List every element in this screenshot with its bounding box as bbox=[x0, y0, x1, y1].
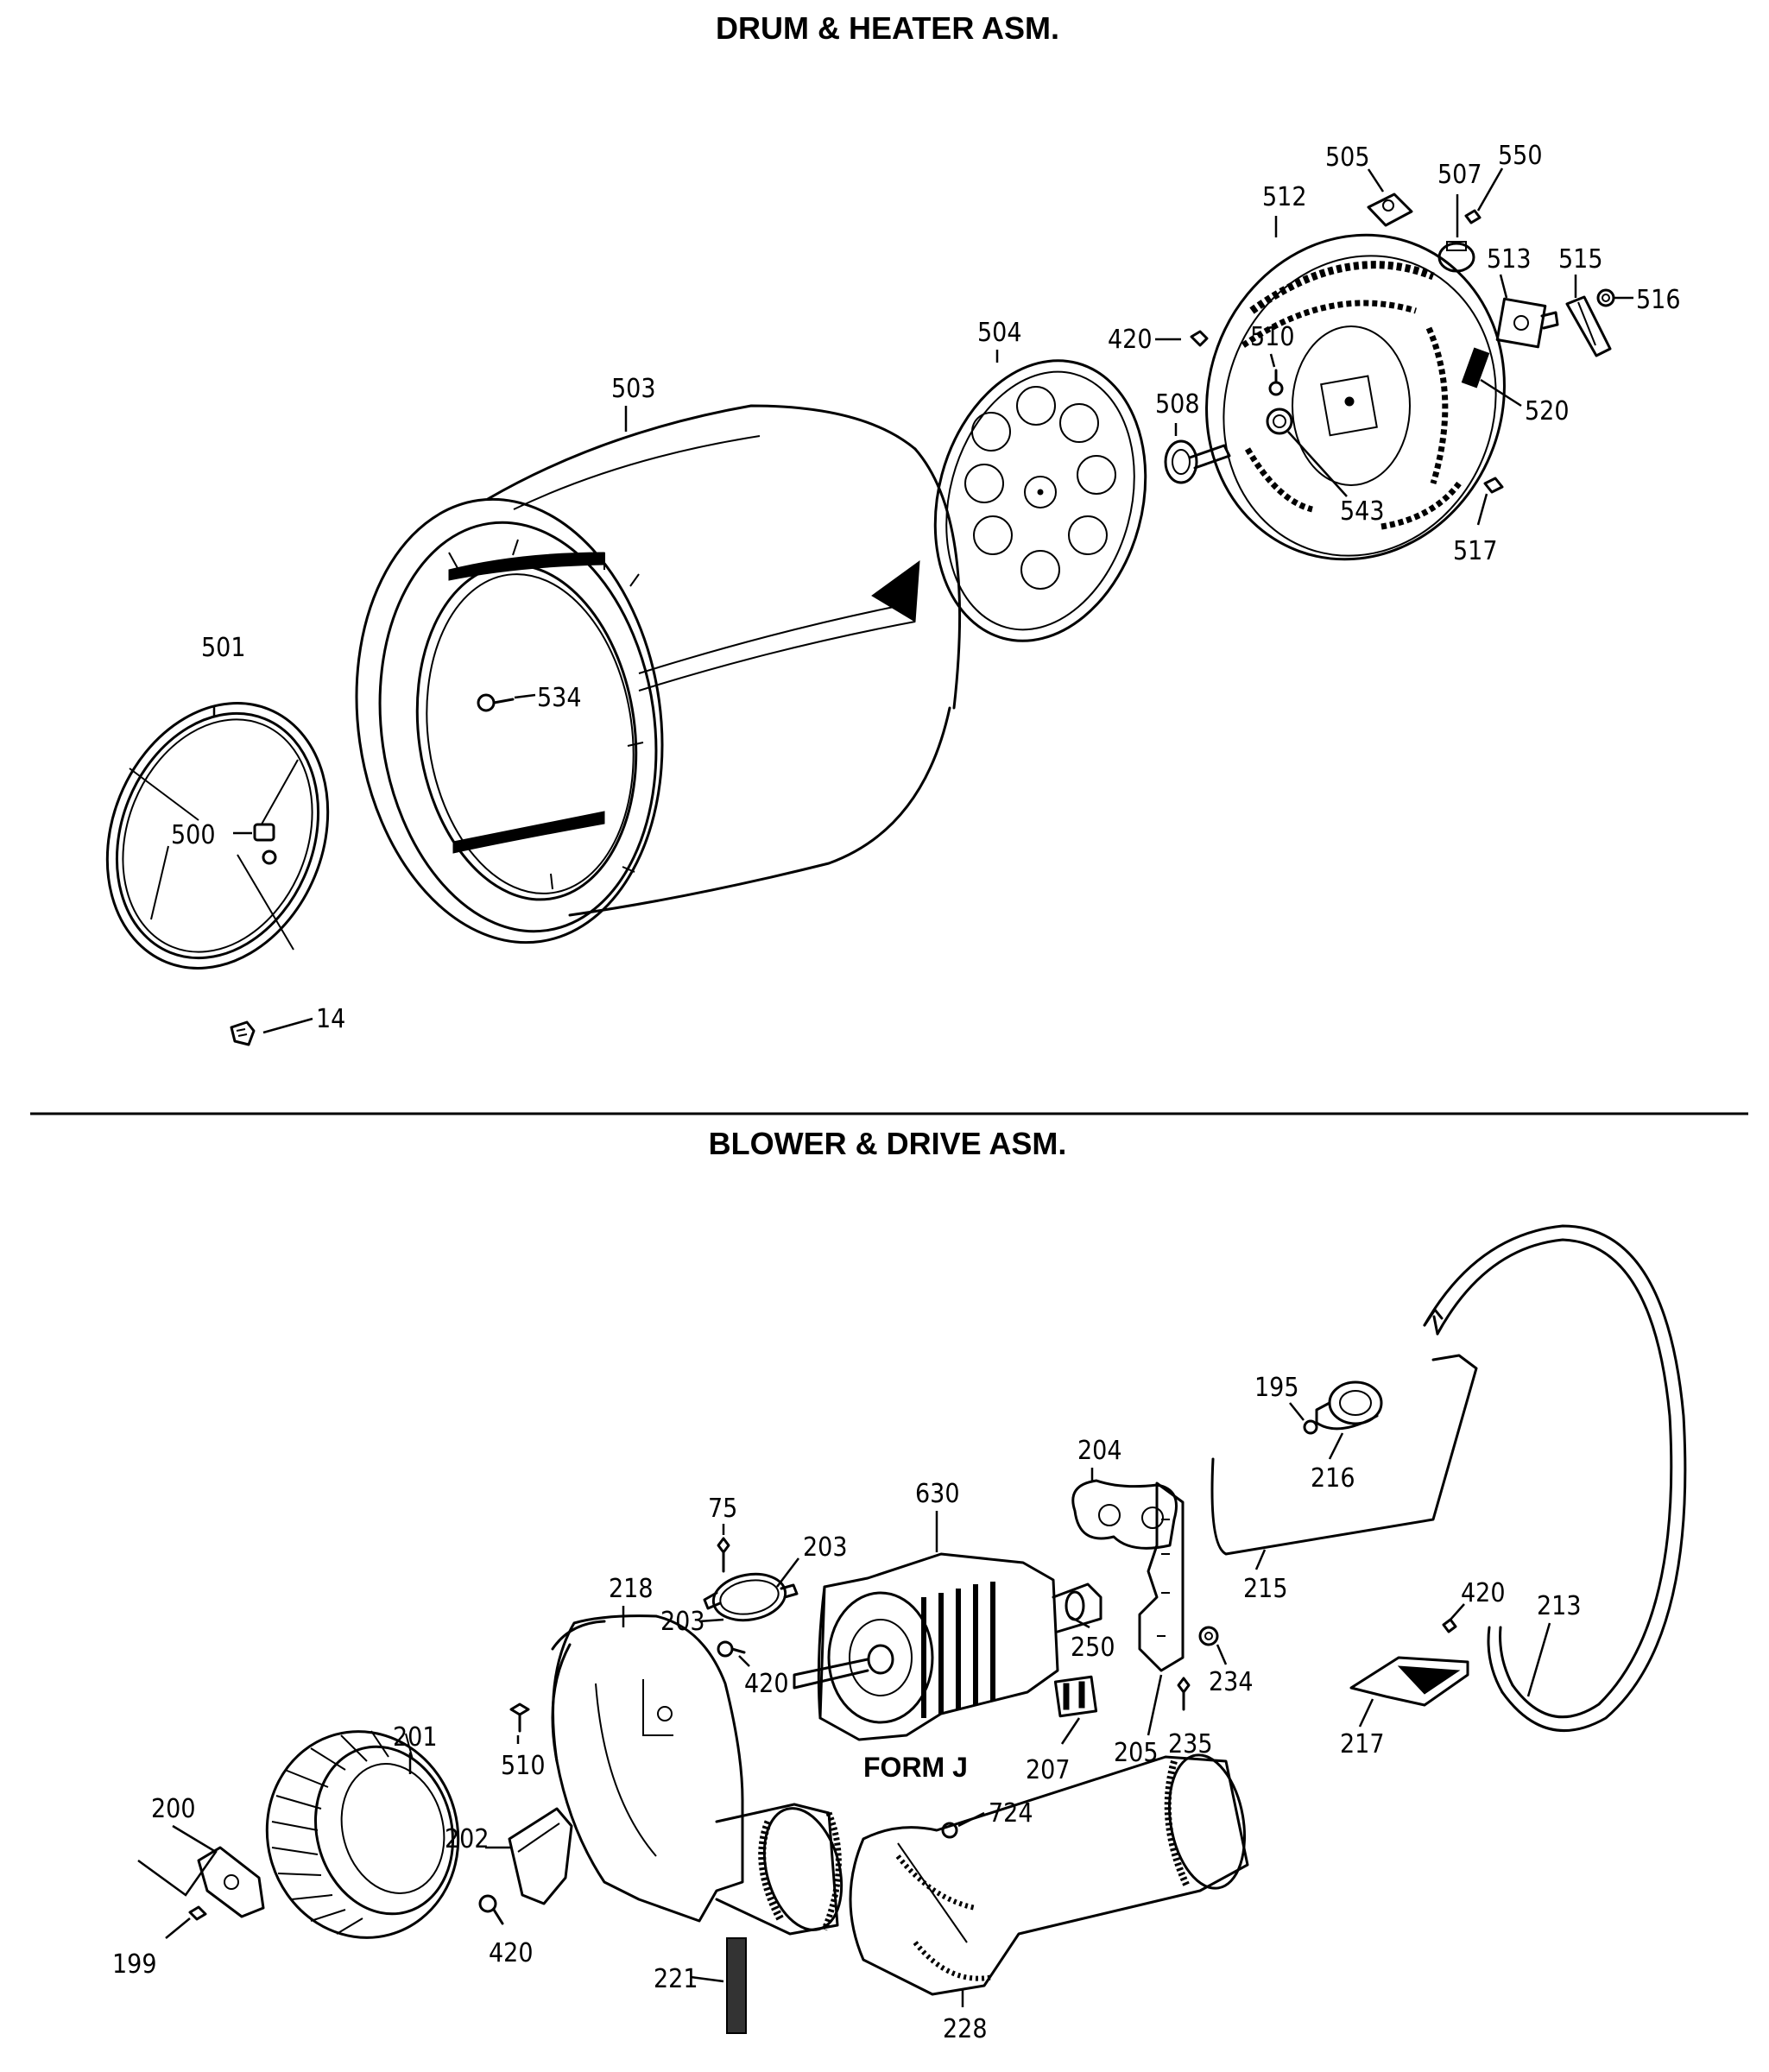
nut-234-part bbox=[1198, 1626, 1219, 1646]
callout-503: 503 bbox=[611, 374, 656, 404]
blower-seal-part bbox=[508, 1807, 573, 1905]
rear-drum-panel-part bbox=[933, 359, 1147, 642]
drum-front-seal-part bbox=[105, 702, 330, 970]
callout-195: 195 bbox=[1254, 1373, 1299, 1403]
screw-75-part bbox=[717, 1537, 730, 1573]
screw-420-bottom-part bbox=[478, 1894, 504, 1925]
callout-515: 515 bbox=[1558, 244, 1603, 275]
blower-wheel-part bbox=[265, 1730, 460, 1939]
blower-bracket-part bbox=[197, 1846, 265, 1918]
callout-516: 516 bbox=[1636, 285, 1681, 315]
screw-550-part bbox=[1464, 209, 1482, 224]
thermal-fuse-part bbox=[1437, 241, 1475, 273]
callout-203-upper: 203 bbox=[803, 1532, 848, 1563]
blower-housing-part bbox=[551, 1614, 843, 1936]
screw-543-part bbox=[1266, 407, 1293, 435]
idler-arm-part bbox=[1210, 1354, 1478, 1556]
callout-200: 200 bbox=[151, 1794, 196, 1824]
callout-213: 213 bbox=[1537, 1591, 1582, 1621]
callout-250: 250 bbox=[1071, 1633, 1115, 1663]
nut-195-part bbox=[1303, 1419, 1318, 1435]
callout-217: 217 bbox=[1340, 1729, 1385, 1759]
callout-420-bottom: 420 bbox=[489, 1938, 534, 1968]
switch-part bbox=[1053, 1675, 1098, 1718]
drum-heater-title: DRUM & HEATER ASM. bbox=[716, 10, 1059, 46]
callout-630: 630 bbox=[915, 1479, 960, 1509]
callout-203-lower: 203 bbox=[660, 1607, 705, 1637]
callout-221: 221 bbox=[654, 1964, 698, 1994]
screw-235-part bbox=[1177, 1677, 1191, 1711]
callout-724: 724 bbox=[989, 1798, 1033, 1829]
callout-234: 234 bbox=[1209, 1667, 1254, 1697]
callout-199: 199 bbox=[112, 1949, 157, 1980]
callout-507: 507 bbox=[1437, 160, 1482, 190]
blower-drive-title: BLOWER & DRIVE ASM. bbox=[709, 1126, 1067, 1161]
cover-plate-part bbox=[1495, 297, 1559, 349]
callout-420-motor: 420 bbox=[744, 1669, 789, 1699]
callout-235: 235 bbox=[1168, 1729, 1213, 1759]
callout-201: 201 bbox=[393, 1722, 438, 1753]
screw-420-right-part bbox=[1442, 1618, 1457, 1633]
screw-510-top-part bbox=[1268, 369, 1284, 396]
callout-204: 204 bbox=[1077, 1436, 1122, 1466]
callout-215: 215 bbox=[1243, 1574, 1288, 1604]
callout-543: 543 bbox=[1340, 496, 1385, 527]
drum-part bbox=[355, 404, 962, 944]
callout-205: 205 bbox=[1114, 1738, 1159, 1768]
idler-bracket-part bbox=[1349, 1656, 1469, 1707]
callout-550: 550 bbox=[1498, 141, 1543, 171]
callout-520: 520 bbox=[1525, 396, 1570, 426]
drive-belt-part bbox=[1423, 1224, 1687, 1732]
drum-screw-part bbox=[477, 693, 515, 712]
callout-505: 505 bbox=[1325, 142, 1370, 173]
callout-500: 500 bbox=[171, 820, 216, 850]
thermostat-505-part bbox=[1367, 193, 1413, 227]
callout-534: 534 bbox=[537, 683, 582, 713]
motor-part bbox=[793, 1552, 1102, 1741]
callout-420-top: 420 bbox=[1108, 325, 1153, 355]
heater-housing-part bbox=[1205, 233, 1506, 561]
motor-bracket-part bbox=[1138, 1481, 1185, 1672]
callout-512: 512 bbox=[1262, 182, 1307, 212]
callout-510-bottom: 510 bbox=[501, 1751, 546, 1781]
nut-516-part bbox=[1596, 288, 1615, 307]
callout-202: 202 bbox=[445, 1824, 490, 1854]
screw-420-motor-part bbox=[717, 1640, 746, 1658]
fastener-517-part bbox=[1483, 477, 1504, 494]
motor-mount-part bbox=[1071, 1479, 1178, 1550]
callout-228: 228 bbox=[943, 2014, 988, 2044]
screw-724-part bbox=[941, 1822, 958, 1839]
callout-501: 501 bbox=[201, 633, 246, 663]
callout-218: 218 bbox=[609, 1574, 654, 1604]
exhaust-duct-part bbox=[849, 1753, 1249, 1996]
form-j-label: FORM J bbox=[863, 1752, 968, 1783]
motor-clamp-part bbox=[703, 1572, 799, 1622]
callout-216: 216 bbox=[1311, 1463, 1355, 1494]
screw-510-bottom-part bbox=[509, 1702, 530, 1733]
screw-199-part bbox=[188, 1905, 207, 1921]
callout-14: 14 bbox=[316, 1004, 345, 1034]
callout-207: 207 bbox=[1026, 1755, 1071, 1785]
bracket-515-part bbox=[1565, 295, 1612, 357]
callout-510-top: 510 bbox=[1250, 322, 1295, 352]
callout-517: 517 bbox=[1453, 536, 1498, 566]
screw-420-top-part bbox=[1190, 330, 1209, 347]
clip-part bbox=[230, 1020, 256, 1046]
callout-420-right: 420 bbox=[1461, 1578, 1506, 1608]
callout-508: 508 bbox=[1155, 389, 1200, 420]
idler-pulley-part bbox=[1315, 1380, 1383, 1431]
callout-504: 504 bbox=[977, 318, 1022, 348]
callout-513: 513 bbox=[1487, 244, 1532, 275]
callout-75: 75 bbox=[708, 1494, 737, 1524]
seal-strip-part bbox=[726, 1937, 747, 2034]
